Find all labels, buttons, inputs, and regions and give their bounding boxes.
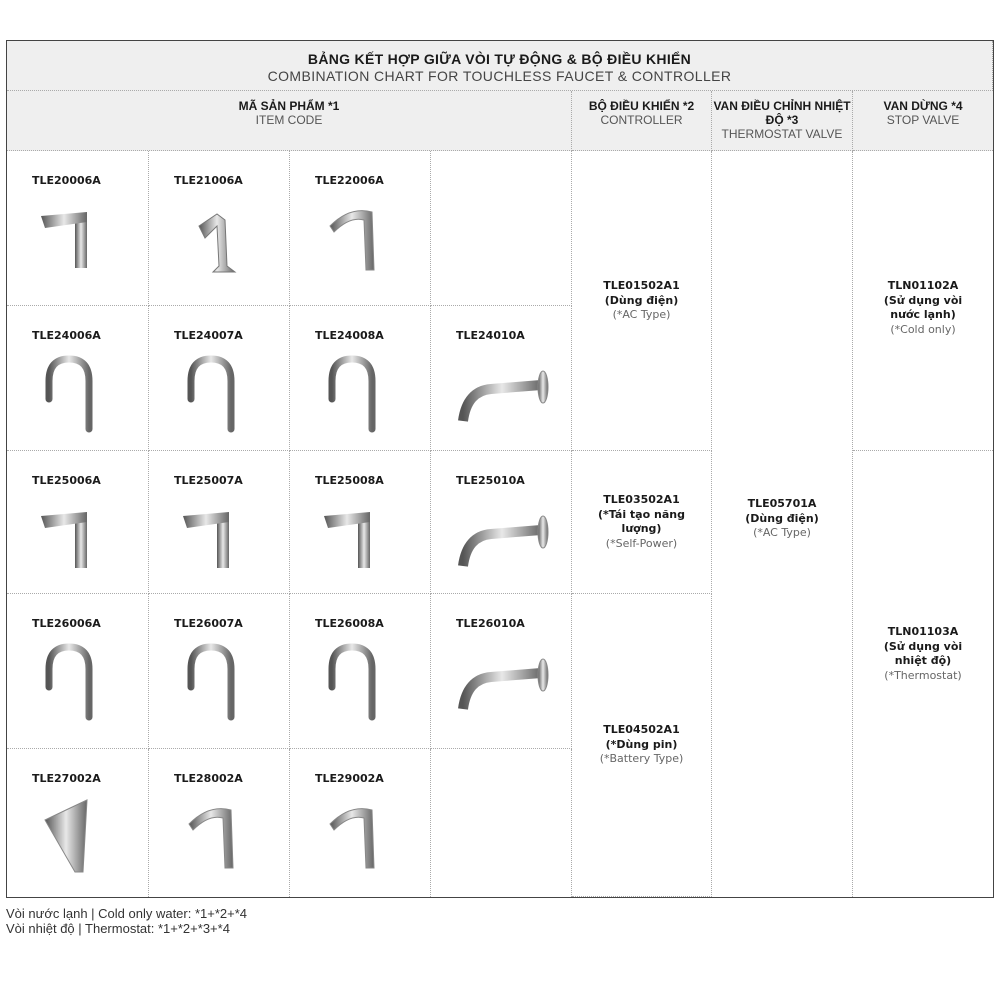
note-thermostat: Vòi nhiệt độ | Thermostat: *1+*2+*3+*4	[6, 921, 230, 936]
product-code: TLE24010A	[456, 329, 525, 342]
faucet-image	[187, 643, 235, 721]
header-item-vi: MÃ SẢN PHẨM *1	[238, 99, 340, 113]
stop-valve-code: TLN01102A	[887, 279, 959, 292]
faucet-image	[44, 799, 88, 873]
faucet-image	[329, 808, 375, 869]
product-code: TLE24007A	[174, 329, 243, 342]
controller-code: TLE03502A1	[603, 493, 680, 506]
product-code: TLE26007A	[174, 617, 243, 630]
faucet-image	[41, 212, 87, 268]
title-vi: BẢNG KẾT HỢP GIỮA VÒI TỰ ĐỘNG & BỘ ĐIỀU …	[307, 51, 692, 67]
product-cell: TLE26008A	[290, 594, 431, 749]
product-cell: TLE24010A	[431, 306, 572, 451]
faucet-image	[188, 808, 234, 869]
product-code: TLE25008A	[315, 474, 384, 487]
product-cell: TLE25008A	[290, 451, 431, 594]
faucet-image	[41, 512, 87, 568]
controller-en: (*Battery Type)	[599, 752, 684, 766]
product-code: TLE26008A	[315, 617, 384, 630]
product-code: TLE26006A	[32, 617, 101, 630]
product-code: TLE26010A	[456, 617, 525, 630]
combination-table: BẢNG KẾT HỢP GIỮA VÒI TỰ ĐỘNG & BỘ ĐIỀU …	[6, 40, 994, 898]
product-cell: TLE24007A	[149, 306, 290, 451]
controller-battery: TLE04502A1 (*Dùng pin) (*Battery Type)	[572, 594, 712, 897]
controller-self-power: TLE03502A1 (*Tái tạo năng lượng) (*Self-…	[572, 451, 712, 594]
thermostat-valve: TLE05701A (Dùng điện) (*AC Type)	[712, 151, 853, 897]
stop-valve-vi: (Sử dụng vòi nhiệt độ)	[883, 639, 963, 668]
header-controller-en: CONTROLLER	[600, 113, 683, 127]
header-item-code: MÃ SẢN PHẨM *1 ITEM CODE	[7, 91, 572, 151]
product-code: TLE28002A	[174, 772, 243, 785]
header-stop-valve: VAN DỪNG *4 STOP VALVE	[853, 91, 993, 151]
faucet-image	[458, 370, 549, 422]
header-stop-vi: VAN DỪNG *4	[883, 99, 963, 113]
product-cell: TLE26006A	[7, 594, 149, 749]
table-title: BẢNG KẾT HỢP GIỮA VÒI TỰ ĐỘNG & BỘ ĐIỀU …	[7, 41, 993, 91]
empty-cell	[431, 749, 572, 897]
controller-en: (*AC Type)	[612, 308, 671, 321]
controller-vi: (*Tái tạo năng lượng)	[598, 507, 685, 536]
note-cold-only: Vòi nước lạnh | Cold only water: *1+*2+*…	[6, 906, 248, 921]
faucet-image	[324, 512, 370, 568]
faucet-image	[187, 355, 235, 433]
product-code: TLE24008A	[315, 329, 384, 342]
product-cell: TLE25010A	[431, 451, 572, 594]
product-cell: TLE20006A	[7, 151, 149, 306]
header-stop-en: STOP VALVE	[886, 113, 960, 127]
product-code: TLE22006A	[315, 174, 384, 187]
controller-code: TLE01502A1	[603, 279, 680, 292]
stop-valve-thermostat: TLN01103A (Sử dụng vòi nhiệt độ) (*Therm…	[853, 451, 993, 897]
product-cell: TLE22006A	[290, 151, 431, 306]
product-code: TLE20006A	[32, 174, 101, 187]
thermostat-en: (*AC Type)	[753, 526, 811, 540]
faucet-image	[328, 355, 376, 433]
product-code: TLE21006A	[174, 174, 243, 187]
header-item-en: ITEM CODE	[255, 113, 323, 127]
faucet-image	[458, 515, 549, 567]
product-cell: TLE26007A	[149, 594, 290, 749]
footnotes: Vòi nước lạnh | Cold only water: *1+*2+*…	[6, 906, 247, 936]
title-en: COMBINATION CHART FOR TOUCHLESS FAUCET &…	[267, 68, 732, 84]
stop-valve-cold: TLN01102A (Sử dụng vòi nước lạnh) (*Cold…	[853, 151, 993, 451]
header-thermostat-vi: VAN ĐIỀU CHỈNH NHIỆT ĐỘ *3	[713, 99, 851, 127]
product-code: TLE29002A	[315, 772, 384, 785]
product-cell: TLE25007A	[149, 451, 290, 594]
product-cell: TLE24006A	[7, 306, 149, 451]
thermostat-vi: (Dùng điện)	[745, 511, 819, 525]
product-cell: TLE28002A	[149, 749, 290, 897]
product-cell: TLE21006A	[149, 151, 290, 306]
header-controller-vi: BỘ ĐIỀU KHIỂN *2	[588, 99, 695, 113]
product-code: TLE25007A	[174, 474, 243, 487]
controller-vi: (Dùng điện)	[604, 293, 679, 307]
controller-en: (*Self-Power)	[605, 536, 678, 550]
faucet-image	[329, 210, 375, 271]
faucet-image	[183, 512, 229, 568]
faucet-image	[458, 658, 549, 710]
product-cell: TLE25006A	[7, 451, 149, 594]
faucet-image	[198, 213, 237, 273]
header-thermostat: VAN ĐIỀU CHỈNH NHIỆT ĐỘ *3 THERMOSTAT VA…	[712, 91, 853, 151]
header-thermostat-en: THERMOSTAT VALVE	[721, 127, 843, 141]
product-cell: TLE27002A	[7, 749, 149, 897]
header-controller: BỘ ĐIỀU KHIỂN *2 CONTROLLER	[572, 91, 712, 151]
empty-cell	[431, 151, 572, 306]
faucet-image	[328, 643, 376, 721]
product-cell: TLE29002A	[290, 749, 431, 897]
product-cell: TLE24008A	[290, 306, 431, 451]
faucet-image	[45, 355, 93, 433]
product-code: TLE25010A	[456, 474, 525, 487]
thermostat-code: TLE05701A	[747, 497, 817, 511]
controller-code: TLE04502A1	[603, 723, 680, 737]
stop-valve-code: TLN01103A	[887, 625, 959, 638]
product-code: TLE27002A	[32, 772, 101, 785]
stop-valve-vi: (Sử dụng vòi nước lạnh)	[883, 293, 963, 322]
product-code: TLE24006A	[32, 329, 101, 342]
controller-vi: (*Dùng pin)	[605, 737, 678, 751]
faucet-image	[45, 643, 93, 721]
product-code: TLE25006A	[32, 474, 101, 487]
stop-valve-en: (*Thermostat)	[884, 668, 962, 682]
stop-valve-en: (*Cold only)	[890, 322, 956, 336]
controller-ac: TLE01502A1 (Dùng điện) (*AC Type)	[572, 151, 712, 451]
product-cell: TLE26010A	[431, 594, 572, 749]
